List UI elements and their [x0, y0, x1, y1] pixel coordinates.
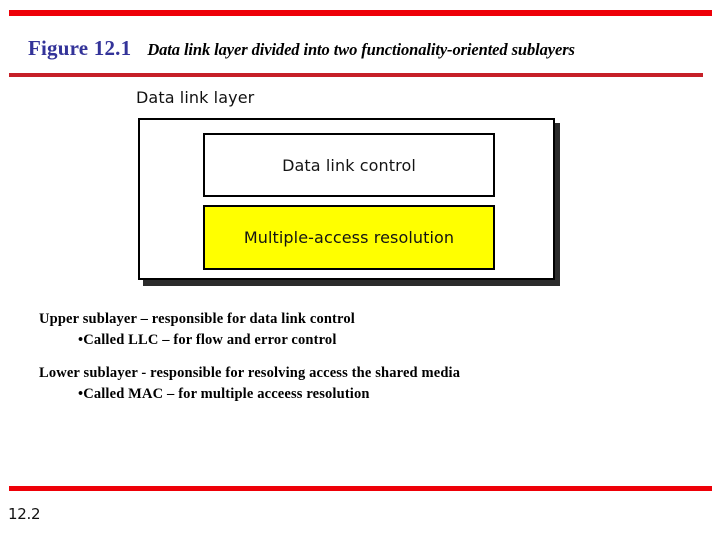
- note-line-llc-bullet: •Called LLC – for flow and error control: [78, 332, 337, 348]
- note-line-upper-sublayer: Upper sublayer – responsible for data li…: [39, 311, 355, 327]
- data-link-layer-label: Data link layer: [136, 88, 255, 107]
- under-title-red-rule: [9, 73, 703, 77]
- top-red-rule: [9, 10, 712, 16]
- note-line-mac-bullet: •Called MAC – for multiple acceess resol…: [78, 386, 370, 402]
- bottom-red-rule: [9, 486, 712, 491]
- figure-title-row: Figure 12.1 Data link layer divided into…: [28, 36, 708, 62]
- figure-number-label: Figure 12.1: [28, 36, 132, 60]
- data-link-control-label: Data link control: [282, 155, 416, 175]
- multiple-access-resolution-box: Multiple-access resolution: [203, 205, 495, 270]
- page-number: 12.2: [8, 505, 41, 523]
- data-link-control-box: Data link control: [203, 133, 495, 197]
- figure-caption: Data link layer divided into two functio…: [147, 40, 575, 59]
- multiple-access-resolution-label: Multiple-access resolution: [243, 228, 455, 247]
- note-line-lower-sublayer: Lower sublayer - responsible for resolvi…: [39, 365, 461, 381]
